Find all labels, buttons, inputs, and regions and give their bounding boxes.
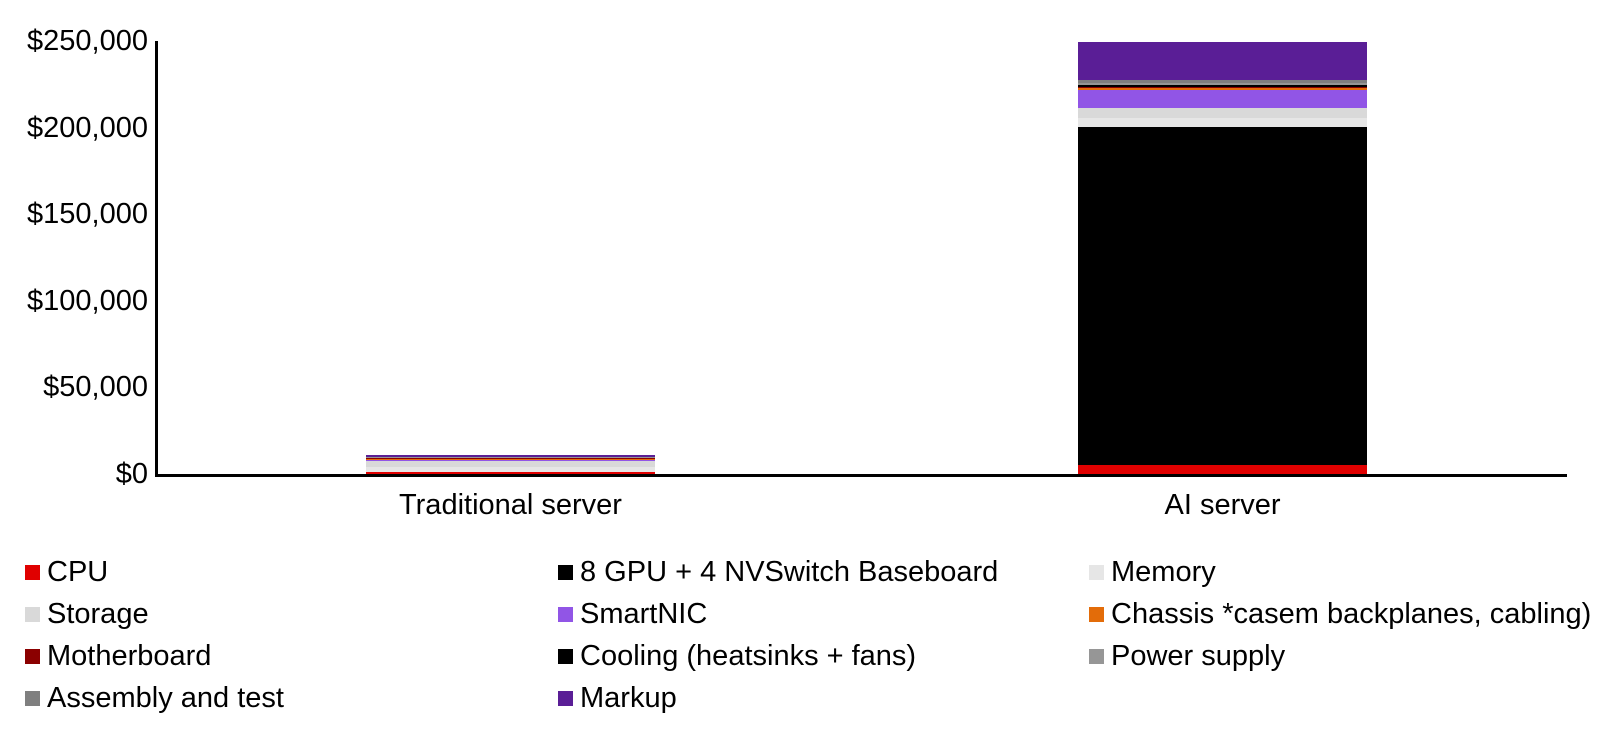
- bar-segment-memory: [1078, 117, 1367, 128]
- y-axis-line: [155, 41, 158, 475]
- legend-swatch-8-gpu-4-nvswitch-baseboard: [558, 564, 573, 580]
- category-label-ai-server: AI server: [1164, 489, 1281, 521]
- bar-segment-power-supply: [366, 457, 655, 458]
- bar-traditional-server: [366, 455, 655, 474]
- bar-segment-power-supply: [1078, 83, 1367, 86]
- x-axis-line: [155, 474, 1567, 477]
- legend-item-chassis-casem-backplanes-cabling: Chassis *casem backplanes, cabling): [1089, 593, 1605, 635]
- bar-segment-motherboard: [366, 458, 655, 460]
- legend-item-assembly-and-test: Assembly and test: [25, 677, 558, 719]
- legend-label-smartnic: SmartNIC: [580, 597, 708, 630]
- category-label-traditional-server: Traditional server: [399, 489, 622, 521]
- legend-item-8-gpu-4-nvswitch-baseboard: 8 GPU + 4 NVSwitch Baseboard: [558, 551, 1089, 593]
- y-axis-tick-label: $0: [115, 458, 148, 490]
- bar-segment-memory: [366, 466, 655, 472]
- legend-swatch-storage: [25, 606, 40, 622]
- legend-item-markup: Markup: [558, 677, 1089, 719]
- legend-swatch-power-supply: [1089, 648, 1104, 664]
- legend-swatch-memory: [1089, 564, 1104, 580]
- legend-label-assembly-and-test: Assembly and test: [47, 681, 284, 714]
- plot-area: [155, 41, 1567, 474]
- legend-label-cooling-heatsinks-fans: Cooling (heatsinks + fans): [580, 639, 917, 672]
- legend-label-power-supply: Power supply: [1111, 639, 1286, 672]
- legend-swatch-chassis-casem-backplanes-cabling: [1089, 606, 1104, 622]
- legend-swatch-cooling-heatsinks-fans: [558, 648, 573, 664]
- legend-item-memory: Memory: [1089, 551, 1605, 593]
- legend-label-motherboard: Motherboard: [47, 639, 212, 672]
- legend-label-memory: Memory: [1111, 555, 1216, 588]
- bar-segment-cooling-heatsinks-fans: [1078, 85, 1367, 88]
- legend-swatch-markup: [558, 690, 573, 706]
- bar-segment-smartnic: [1078, 90, 1367, 109]
- legend-label-markup: Markup: [580, 681, 677, 714]
- bar-segment-smartnic: [366, 459, 655, 461]
- legend-label-8-gpu-4-nvswitch-baseboard: 8 GPU + 4 NVSwitch Baseboard: [580, 555, 999, 588]
- legend-swatch-motherboard: [25, 648, 40, 664]
- bar-segment-chassis-casem-backplanes-cabling: [1078, 87, 1367, 91]
- y-axis-tick-label: $250,000: [27, 25, 148, 57]
- legend-item-storage: Storage: [25, 593, 558, 635]
- legend-label-cpu: CPU: [47, 555, 109, 588]
- legend-swatch-assembly-and-test: [25, 690, 40, 706]
- legend-label-chassis-casem-backplanes-cabling: Chassis *casem backplanes, cabling): [1111, 597, 1592, 630]
- bar-segment-storage: [366, 460, 655, 467]
- y-axis-tick-label: $50,000: [43, 371, 148, 404]
- legend-swatch-smartnic: [558, 606, 573, 622]
- bar-segment-markup: [366, 455, 655, 457]
- bar-segment-cpu: [1078, 465, 1367, 474]
- legend-item-cpu: CPU: [25, 551, 558, 593]
- bar-segment-8-gpu-4-nvswitch-baseboard: [1078, 127, 1367, 465]
- legend-item-motherboard: Motherboard: [25, 635, 558, 677]
- bar-segment-motherboard: [1078, 87, 1367, 88]
- bar-segment-assembly-and-test: [366, 456, 655, 458]
- bar-segment-markup: [1078, 42, 1367, 81]
- y-axis-tick-label: $150,000: [27, 198, 148, 231]
- legend-item-power-supply: Power supply: [1089, 635, 1605, 677]
- bar-segment-storage: [1078, 108, 1367, 118]
- bar-segment-cpu: [366, 471, 655, 474]
- bar-segment-chassis-casem-backplanes-cabling: [366, 459, 655, 460]
- bar-ai-server: [1078, 42, 1367, 474]
- legend-item-cooling-heatsinks-fans: Cooling (heatsinks + fans): [558, 635, 1089, 677]
- bar-segment-assembly-and-test: [1078, 80, 1367, 84]
- legend-swatch-cpu: [25, 564, 40, 580]
- legend-item-smartnic: SmartNIC: [558, 593, 1089, 635]
- y-axis-tick-label: $200,000: [27, 111, 148, 144]
- legend-label-storage: Storage: [47, 597, 149, 630]
- y-axis-tick-label: $100,000: [27, 284, 148, 317]
